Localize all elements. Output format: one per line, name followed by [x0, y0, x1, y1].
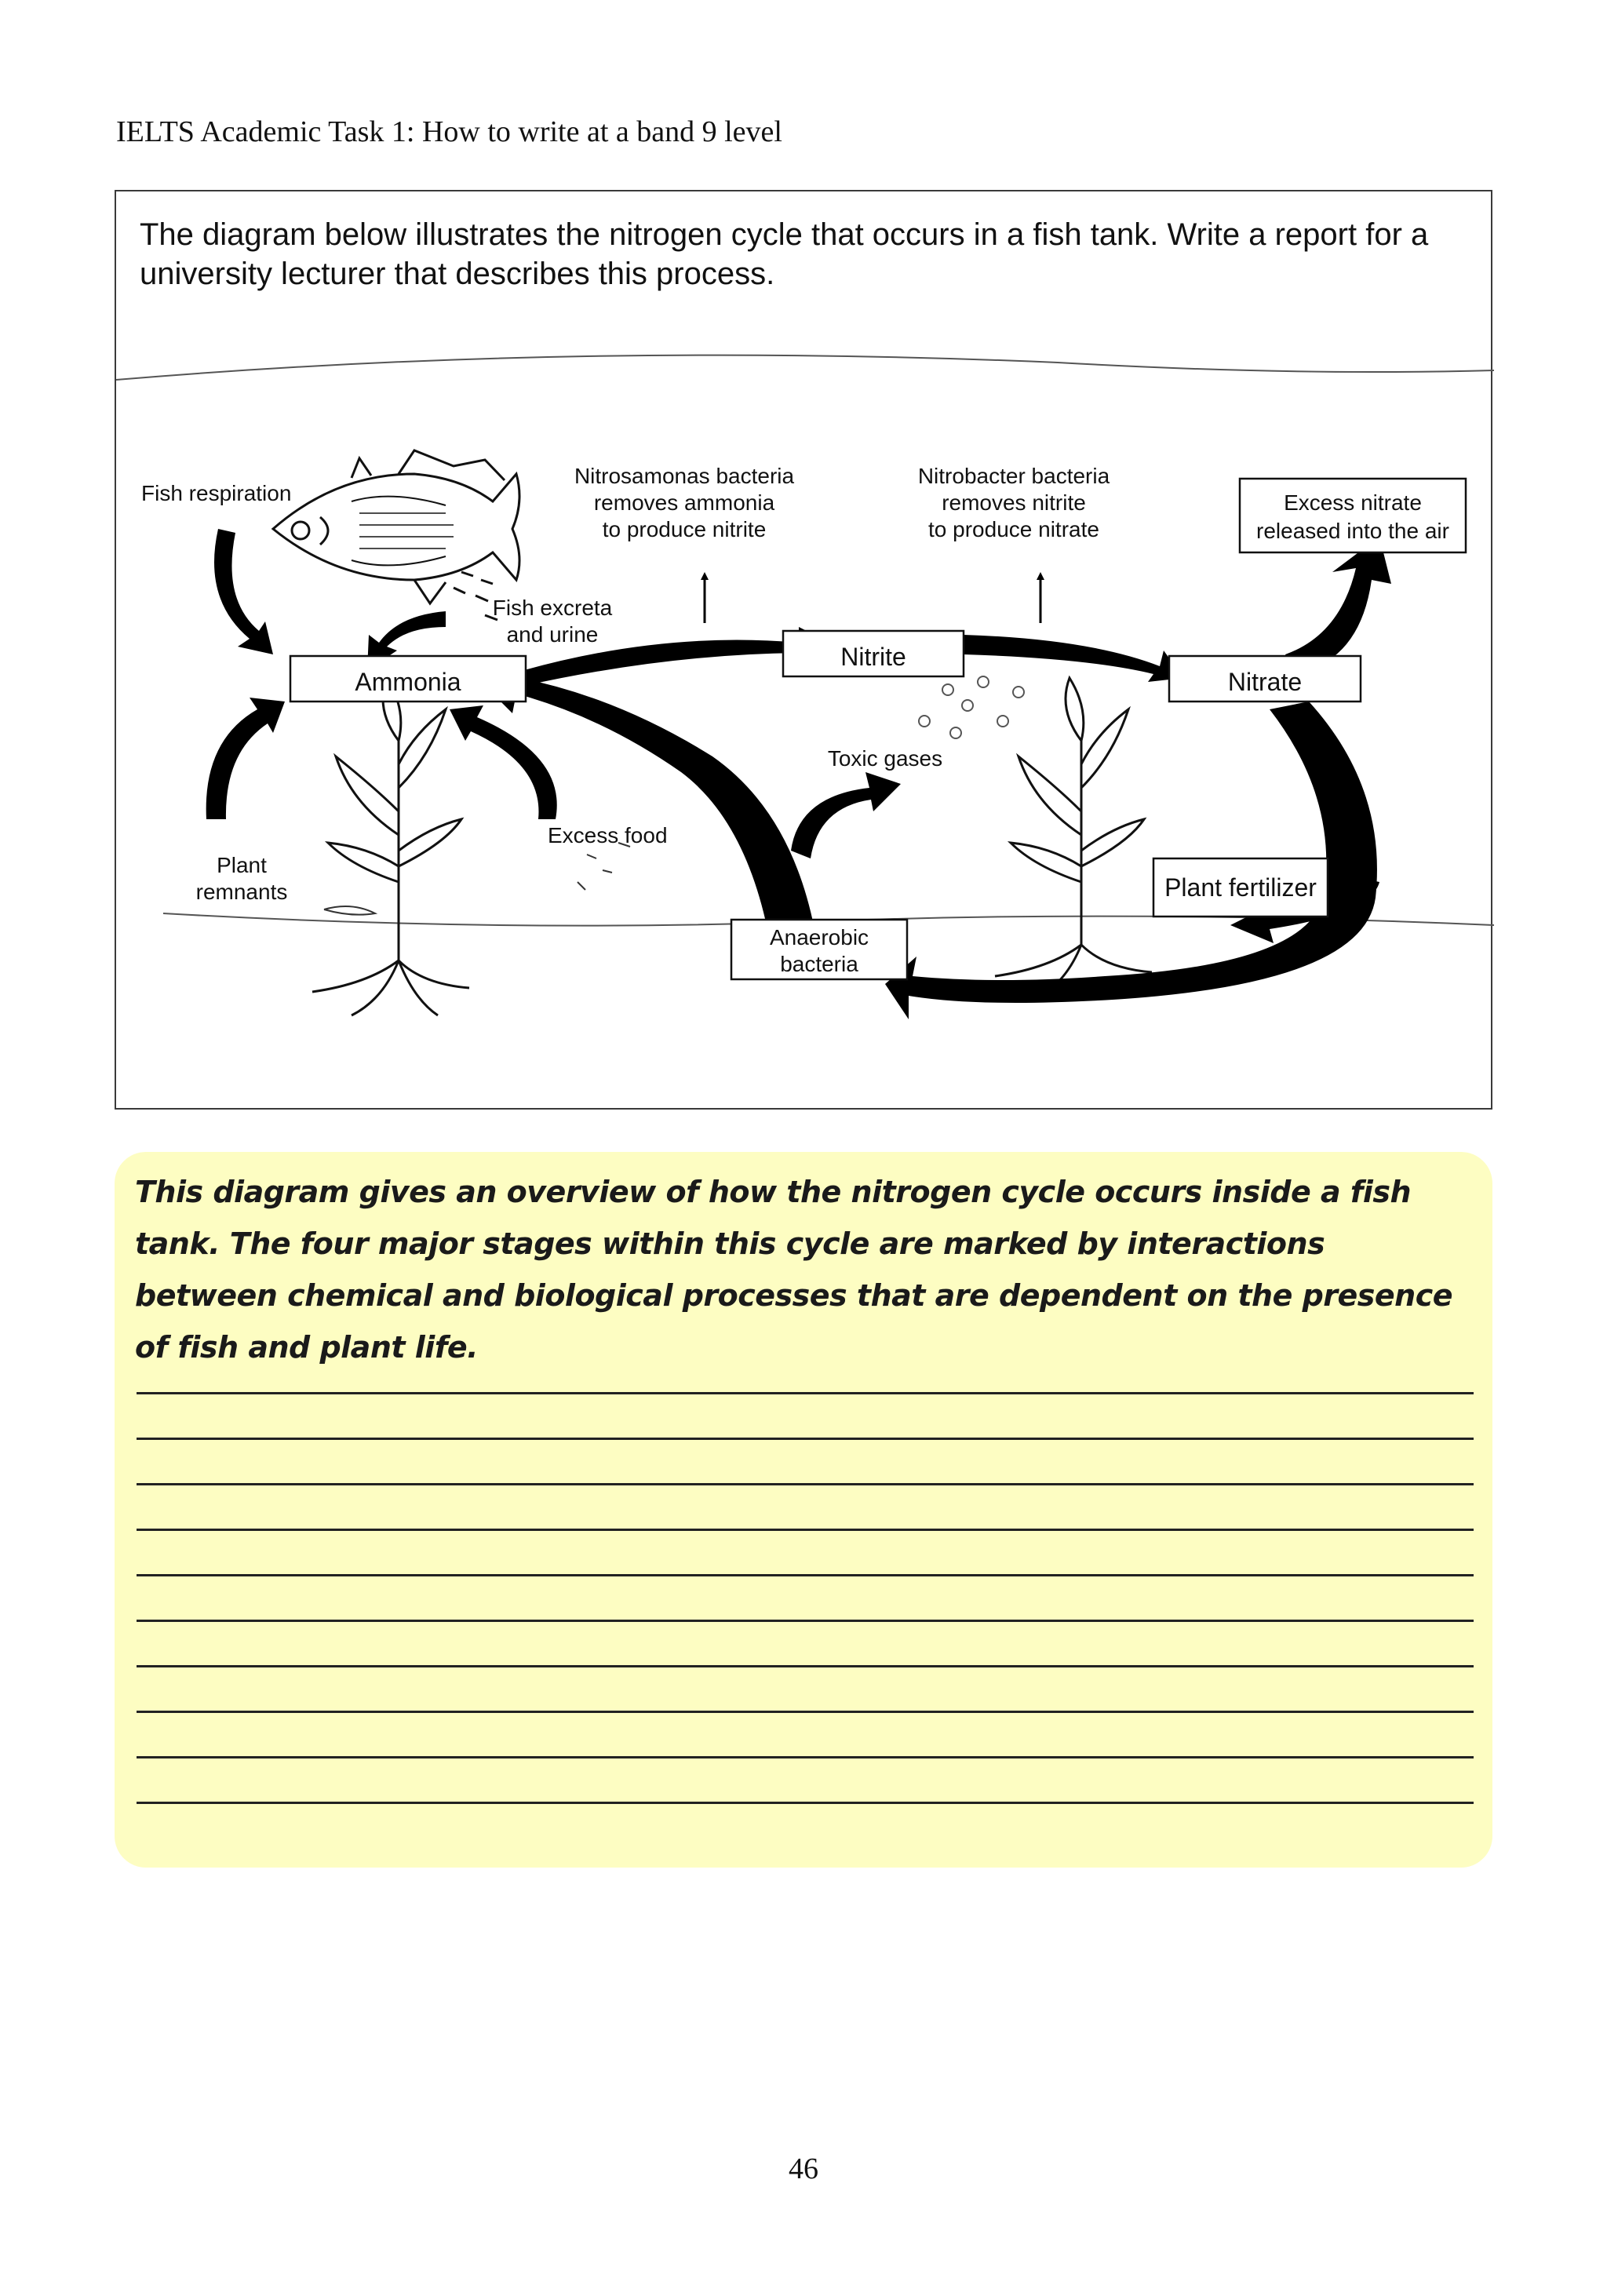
nitrobacter-label-3: to produce nitrate: [928, 517, 1099, 541]
arrow-food-to-ammonia: [450, 705, 557, 819]
ammonia-label: Ammonia: [355, 668, 461, 696]
answer-line[interactable]: [137, 1756, 1474, 1758]
nitrosomonas-label-1: Nitrosamonas bacteria: [574, 464, 795, 488]
answer-line[interactable]: [137, 1802, 1474, 1804]
plant-fertilizer-box: [1152, 857, 1329, 918]
excess-nitrate-label-1: Excess nitrate: [1284, 490, 1422, 515]
arrow-anaerobic-to-toxic: [791, 772, 901, 858]
answer-line[interactable]: [137, 1392, 1474, 1394]
cycle-arrows: [206, 529, 1391, 1019]
water-surface-line: [116, 354, 1494, 381]
arrow-remnants-to-ammonia: [206, 698, 285, 819]
plant-right-icon: [994, 675, 1153, 1001]
nitrate-label: Nitrate: [1228, 668, 1302, 696]
arrow-nitrate-to-anaerobic: [885, 702, 1377, 1019]
anaerobic-label-2: bacteria: [780, 952, 858, 976]
food-flakes: [323, 842, 631, 916]
nitrosomonas-label-3: to produce nitrite: [603, 517, 767, 541]
nitrobacter-label-2: removes nitrite: [942, 490, 1086, 515]
answer-line[interactable]: [137, 1574, 1474, 1576]
answer-area[interactable]: This diagram gives an overview of how th…: [115, 1152, 1492, 1868]
answer-line[interactable]: [137, 1529, 1474, 1531]
answer-line[interactable]: [137, 1620, 1474, 1622]
excess-food-label: Excess food: [548, 823, 668, 847]
arrow-nitrate-to-air: [1285, 537, 1391, 674]
answer-line[interactable]: [137, 1438, 1474, 1440]
toxic-gas-bubbles: [918, 676, 1025, 739]
arrow-to-plant-fertilizer: [1230, 878, 1379, 943]
anaerobic-box: [730, 918, 909, 981]
plant-remnants-label-1: Plant: [217, 853, 267, 877]
fish-respiration-label: Fish respiration: [141, 481, 291, 505]
nitrate-box: [1168, 654, 1362, 703]
answer-line[interactable]: [137, 1483, 1474, 1485]
page-header: IELTS Academic Task 1: How to write at a…: [116, 115, 782, 148]
answer-line[interactable]: [137, 1711, 1474, 1713]
ammonia-box: [289, 654, 527, 703]
excess-nitrate-box: [1238, 477, 1467, 554]
nitrogen-cycle-diagram: Ammonia Nitrite Nitrate Excess nitrate r…: [116, 354, 1494, 1019]
plant-remnants-label-2: remnants: [196, 880, 288, 904]
nitrobacter-label-1: Nitrobacter bacteria: [918, 464, 1110, 488]
nitrosomonas-label-2: removes ammonia: [594, 490, 775, 515]
excess-nitrate-label-2: released into the air: [1256, 519, 1449, 543]
toxic-gases-label: Toxic gases: [828, 746, 942, 771]
plant-fertilizer-label: Plant fertilizer: [1164, 873, 1317, 902]
arrow-anaerobic-to-ammonia: [481, 662, 814, 929]
answer-line[interactable]: [137, 1665, 1474, 1667]
nitrite-label: Nitrite: [840, 643, 906, 671]
plant-left-icon: [312, 675, 470, 1017]
answer-intro-text: This diagram gives an overview of how th…: [135, 1175, 1453, 1365]
arrow-respiration-to-ammonia: [214, 529, 273, 654]
task-prompt: The diagram below illustrates the nitrog…: [140, 217, 1429, 291]
task-figure: Ammonia Nitrite Nitrate Excess nitrate r…: [115, 190, 1494, 1110]
nitrite-box: [782, 629, 965, 678]
arrow-nitrite-to-nitrate: [964, 635, 1183, 682]
fish-icon: [271, 449, 521, 606]
fish-excreta-label-1: Fish excreta: [493, 596, 613, 620]
fish-excreta-label-2: and urine: [507, 622, 599, 647]
page-number: 46: [789, 2152, 818, 2185]
excreta-dashes: [453, 570, 498, 621]
arrow-ammonia-to-nitrite: [524, 627, 838, 686]
anaerobic-label-1: Anaerobic: [770, 925, 869, 949]
